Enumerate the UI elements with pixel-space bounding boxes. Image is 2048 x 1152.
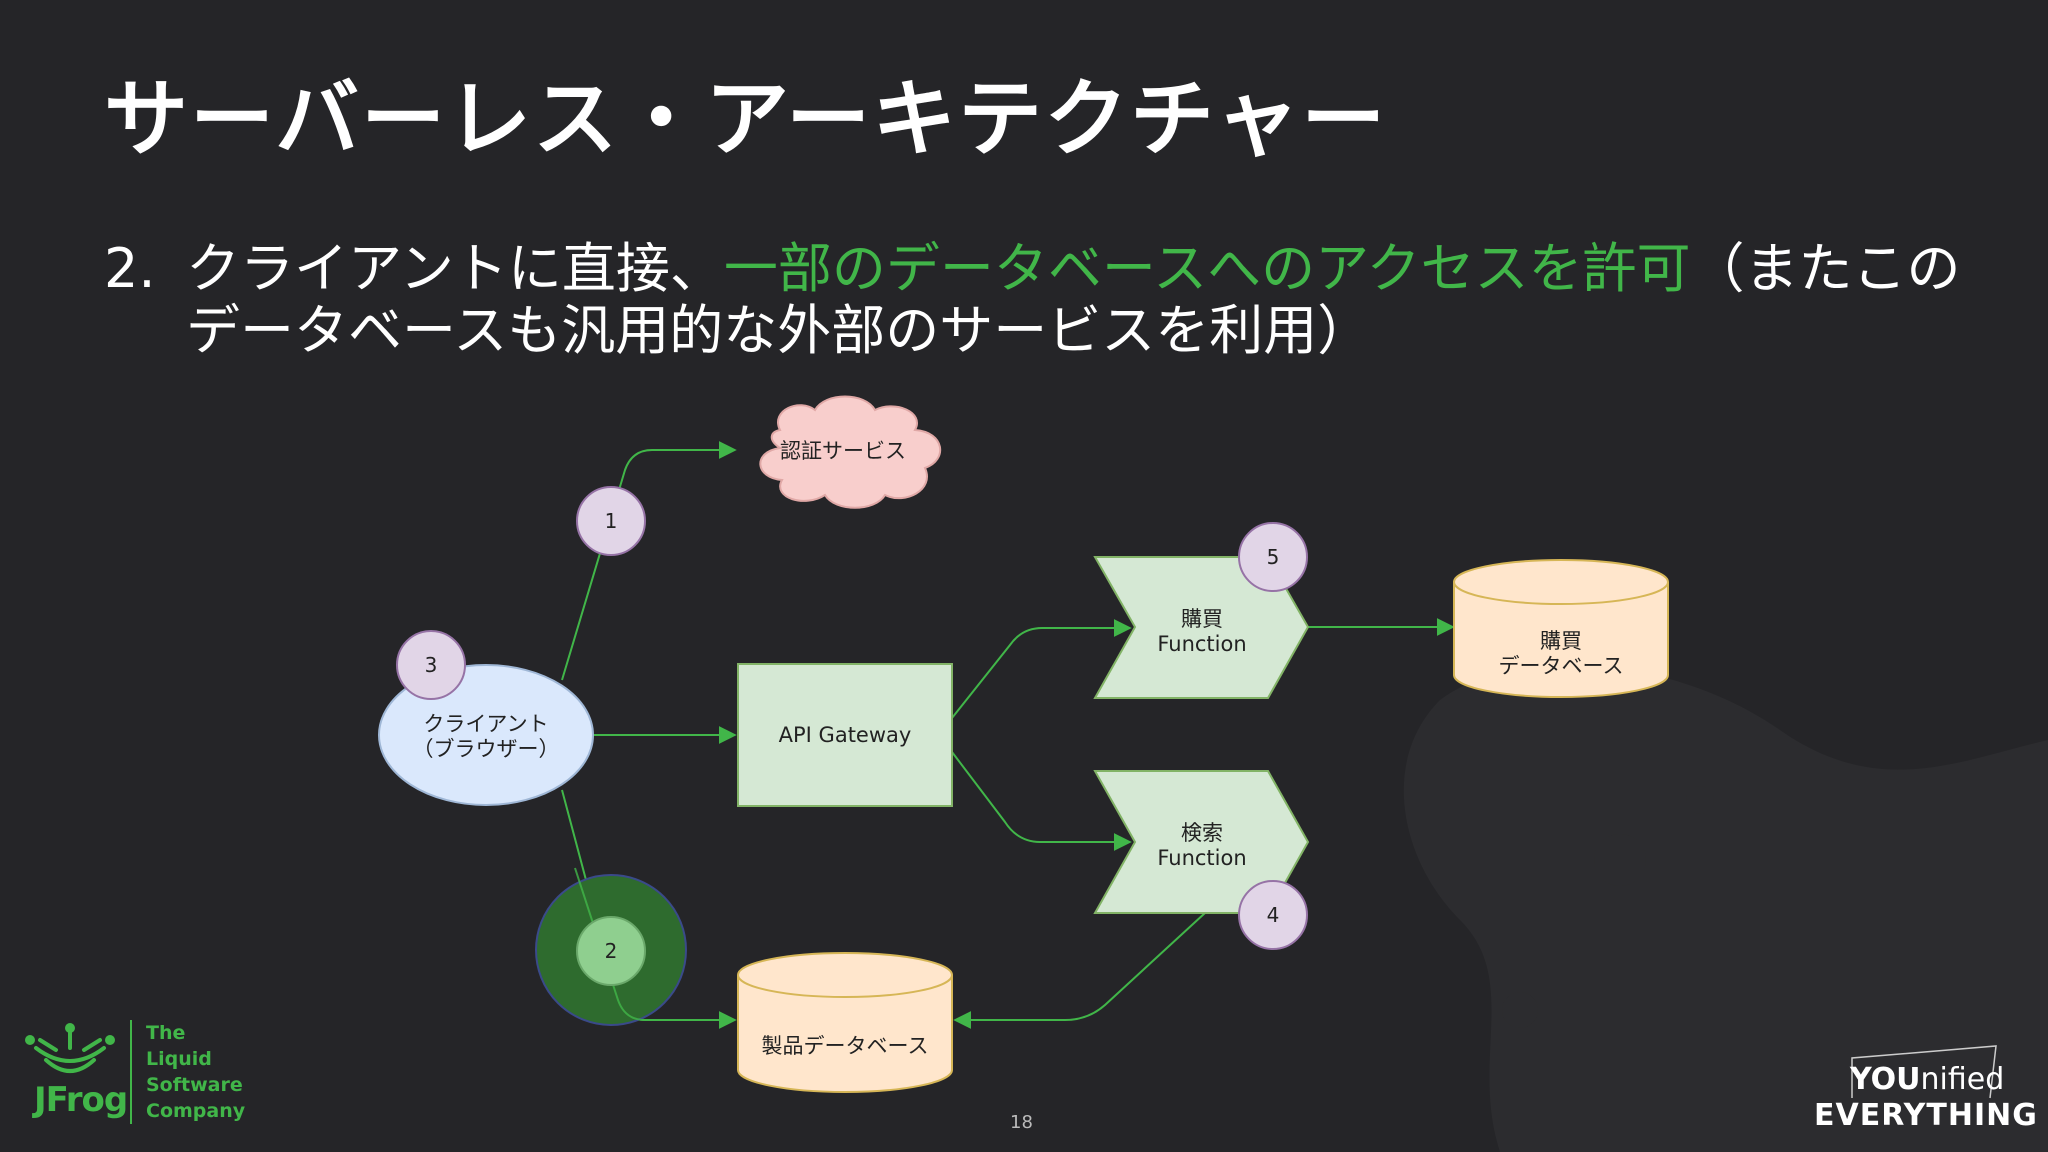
slide-body: 2. クライアントに直接、一部のデータベースへのアクセスを許可（またこの データベ… [104,238,1984,362]
api-gateway-label: API Gateway [779,723,912,747]
edge-gateway-search [951,751,1132,851]
event-brand-rest: nified [1920,1062,2005,1097]
step-badge-2: 2 [576,916,646,986]
client-label-line2: （ブラウザー） [413,737,560,761]
event-brand-bottom: EVERYTHING [1814,1098,2038,1133]
body-line-1: 2. クライアントに直接、一部のデータベースへのアクセスを許可（またこの [104,238,1984,300]
api-gateway-node: API Gateway [737,663,953,807]
list-number: 2. [104,237,156,300]
auth-service-cloud: 認証サービス [759,395,942,509]
badge-5-label: 5 [1267,545,1280,569]
purchase-function-label-1: 購買 [1181,607,1223,631]
jfrog-logo-icon [25,1023,115,1073]
slide-title: サーバーレス・アーキテクチャー [104,70,1388,168]
step-badge-5: 5 [1238,522,1308,592]
purchase-function-label-2: Function [1157,632,1246,656]
badge-1-label: 1 [605,509,618,533]
jfrog-tagline: The Liquid Software Company [146,1020,245,1124]
event-brand-you: YOU [1850,1062,1921,1097]
edge-gateway-purchase [951,619,1132,719]
badge-2-label: 2 [605,939,618,963]
step-badge-4: 4 [1238,880,1308,950]
search-function-node: 検索 Function [1093,770,1310,914]
tagline-line: Company [146,1100,246,1122]
edge-overlay-productdb [574,867,646,1021]
page-number: 18 [1010,1112,1033,1133]
jfrog-logo-word: JFrog [34,1080,128,1120]
badge-3-label: 3 [425,653,438,677]
purchase-function-node: 購買 Function [1093,556,1310,699]
search-function-label-2: Function [1157,846,1246,870]
badge-4-label: 4 [1267,903,1280,927]
edge-client-auth [561,441,737,681]
purchase-db-label-1: 購買 [1540,629,1582,653]
client-browser-node: クライアント （ブラウザー） [378,664,594,806]
tagline-line: Liquid [146,1048,212,1070]
body-highlight: 一部のデータベースへのアクセスを許可 [723,237,1691,300]
client-label-line1: クライアント [423,712,548,736]
body-line-2: データベースも汎用的な外部のサービスを利用） [186,299,1372,362]
connectors [561,441,1455,1029]
body-text-a: クライアントに直接、 [186,237,724,300]
purchase-db-label-2: データベース [1499,654,1624,678]
auth-service-label: 認証サービス [780,439,906,463]
product-database-node: 製品データベース [737,952,953,1093]
logo-divider [130,1020,132,1124]
product-db-label: 製品データベース [762,1034,929,1058]
body-text-b: （またこの [1690,237,1961,300]
event-brand-frame [1851,1045,1997,1099]
search-function-label-1: 検索 [1181,821,1223,845]
tagline-line: Software [146,1074,243,1096]
step-badge-1: 1 [576,486,646,556]
step-badge-3: 3 [396,630,466,700]
event-brand-top: YOUnified [1850,1062,2004,1097]
splash-decoration [1403,664,2048,1152]
tagline-line: The [146,1022,186,1044]
purchase-database-node: 購買 データベース [1453,559,1669,698]
edge-search-productdb [953,912,1206,1029]
